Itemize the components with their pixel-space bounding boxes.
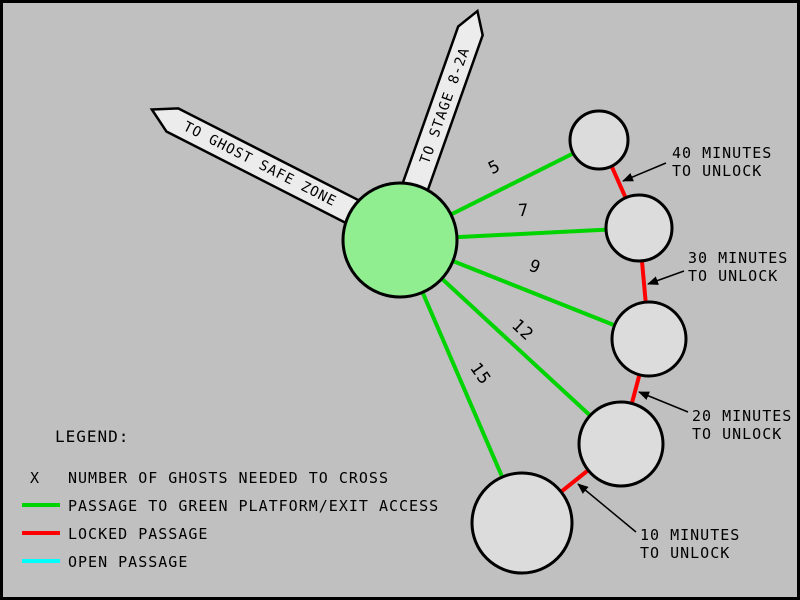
legend-label-ghosts: NUMBER OF GHOSTS NEEDED TO CROSS (68, 469, 389, 487)
ghost-count-label-2: 7 (518, 201, 530, 222)
lock-leader-4 (577, 483, 637, 533)
lock-leader-2 (647, 270, 685, 285)
gray-platform-2 (604, 193, 674, 263)
green-platform (341, 181, 459, 299)
lock-label-2-line1: 30 MINUTES (688, 249, 788, 267)
lock-leader-3 (638, 391, 689, 413)
lock-label-1-line2: TO UNLOCK (672, 162, 762, 180)
lock-leader-1 (622, 162, 667, 182)
legend-label-locked-passage: LOCKED PASSAGE (68, 525, 208, 543)
legend-label-green-passage: PASSAGE TO GREEN PLATFORM/EXIT ACCESS (68, 497, 439, 515)
gray-platform-5 (470, 471, 574, 575)
gray-platform-3 (610, 300, 688, 378)
legend-symbol-x: X (30, 469, 40, 487)
legend-title: LEGEND: (55, 427, 129, 446)
lock-label-3-line1: 20 MINUTES (692, 407, 792, 425)
lock-label-4-line1: 10 MINUTES (640, 526, 740, 544)
lock-label-4-line2: TO UNLOCK (640, 544, 730, 562)
legend-label-open-passage: OPEN PASSAGE (68, 553, 188, 571)
legend: LEGEND: X NUMBER OF GHOSTS NEEDED TO CRO… (22, 427, 439, 571)
lock-label-1-line1: 40 MINUTES (672, 144, 772, 162)
lock-label-3-line2: TO UNLOCK (692, 425, 782, 443)
lock-label-2-line2: TO UNLOCK (688, 267, 778, 285)
gray-platform-4 (577, 400, 665, 488)
gray-platform-1 (568, 109, 630, 171)
